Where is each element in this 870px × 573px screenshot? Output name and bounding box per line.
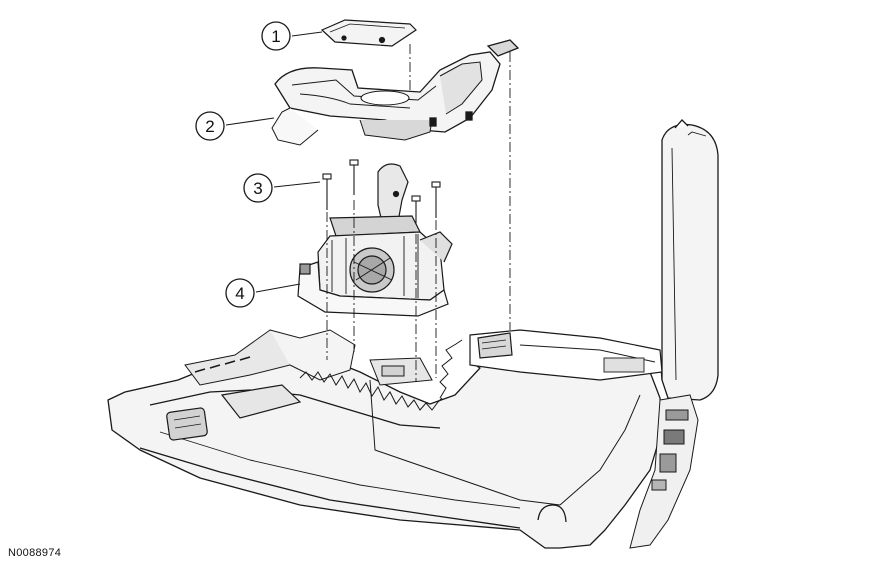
armrest-lid (661, 119, 719, 401)
shifter-opening-serrated-edge (299, 339, 463, 411)
part-1-trim-insert (320, 19, 417, 47)
figure-reference-id: N0088974 (8, 547, 61, 559)
part-2-shifter-bezel (271, 39, 520, 146)
front-vent-opening (166, 384, 302, 441)
callout-2-label: 2 (205, 117, 214, 136)
callout-3: 3 (243, 173, 273, 203)
alignment-lines (326, 44, 511, 382)
rear-storage-bin (469, 329, 663, 381)
bolt-d (431, 181, 441, 218)
bolt-b (349, 159, 359, 195)
callout-1-circle (261, 21, 291, 51)
callout-1-label: 1 (271, 27, 280, 46)
callout-1: 1 (261, 21, 291, 51)
callout-4-label: 4 (235, 284, 244, 303)
callout-2: 2 (195, 111, 225, 141)
bolt-a (322, 173, 332, 210)
callout-leaders (225, 31, 323, 293)
callout-3-label: 3 (253, 179, 262, 198)
callout-4-circle (225, 278, 255, 308)
callout-2-circle (195, 111, 225, 141)
part-4-shifter-assembly (297, 163, 453, 317)
callout-3-circle (243, 173, 273, 203)
callout-4: 4 (225, 278, 255, 308)
left-bracket-ribs (184, 329, 356, 386)
hinge-assembly (629, 394, 699, 549)
